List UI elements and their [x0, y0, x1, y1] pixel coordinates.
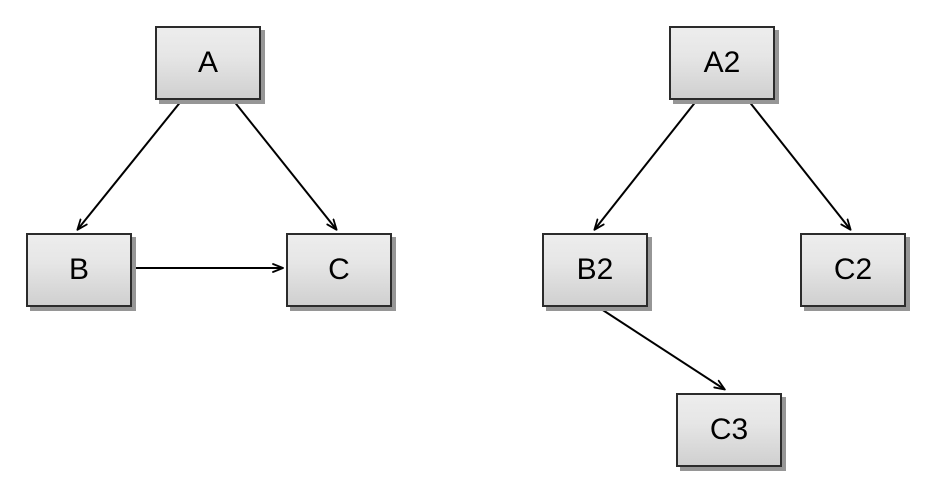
edge-b2-c3	[591, 302, 726, 391]
edge-a2-b2	[593, 99, 698, 231]
node-c3[interactable]: C3	[676, 393, 782, 467]
node-label-a: A	[197, 46, 218, 79]
node-label-a2: A2	[703, 46, 741, 79]
node-label-c3: C3	[709, 413, 749, 446]
edge-a-c	[232, 99, 338, 231]
node-a[interactable]: A	[155, 26, 261, 100]
node-label-c2: C2	[833, 253, 873, 286]
node-label-c: C	[328, 253, 350, 286]
edge-a2-c2	[747, 99, 852, 231]
node-c2[interactable]: C2	[800, 233, 906, 307]
node-a2[interactable]: A2	[669, 26, 775, 100]
node-label-b2: B2	[576, 253, 614, 286]
node-label-b: B	[68, 253, 89, 286]
edge-a-b	[76, 99, 183, 231]
node-b[interactable]: B	[26, 233, 132, 307]
node-b2[interactable]: B2	[542, 233, 648, 307]
node-c[interactable]: C	[286, 233, 392, 307]
